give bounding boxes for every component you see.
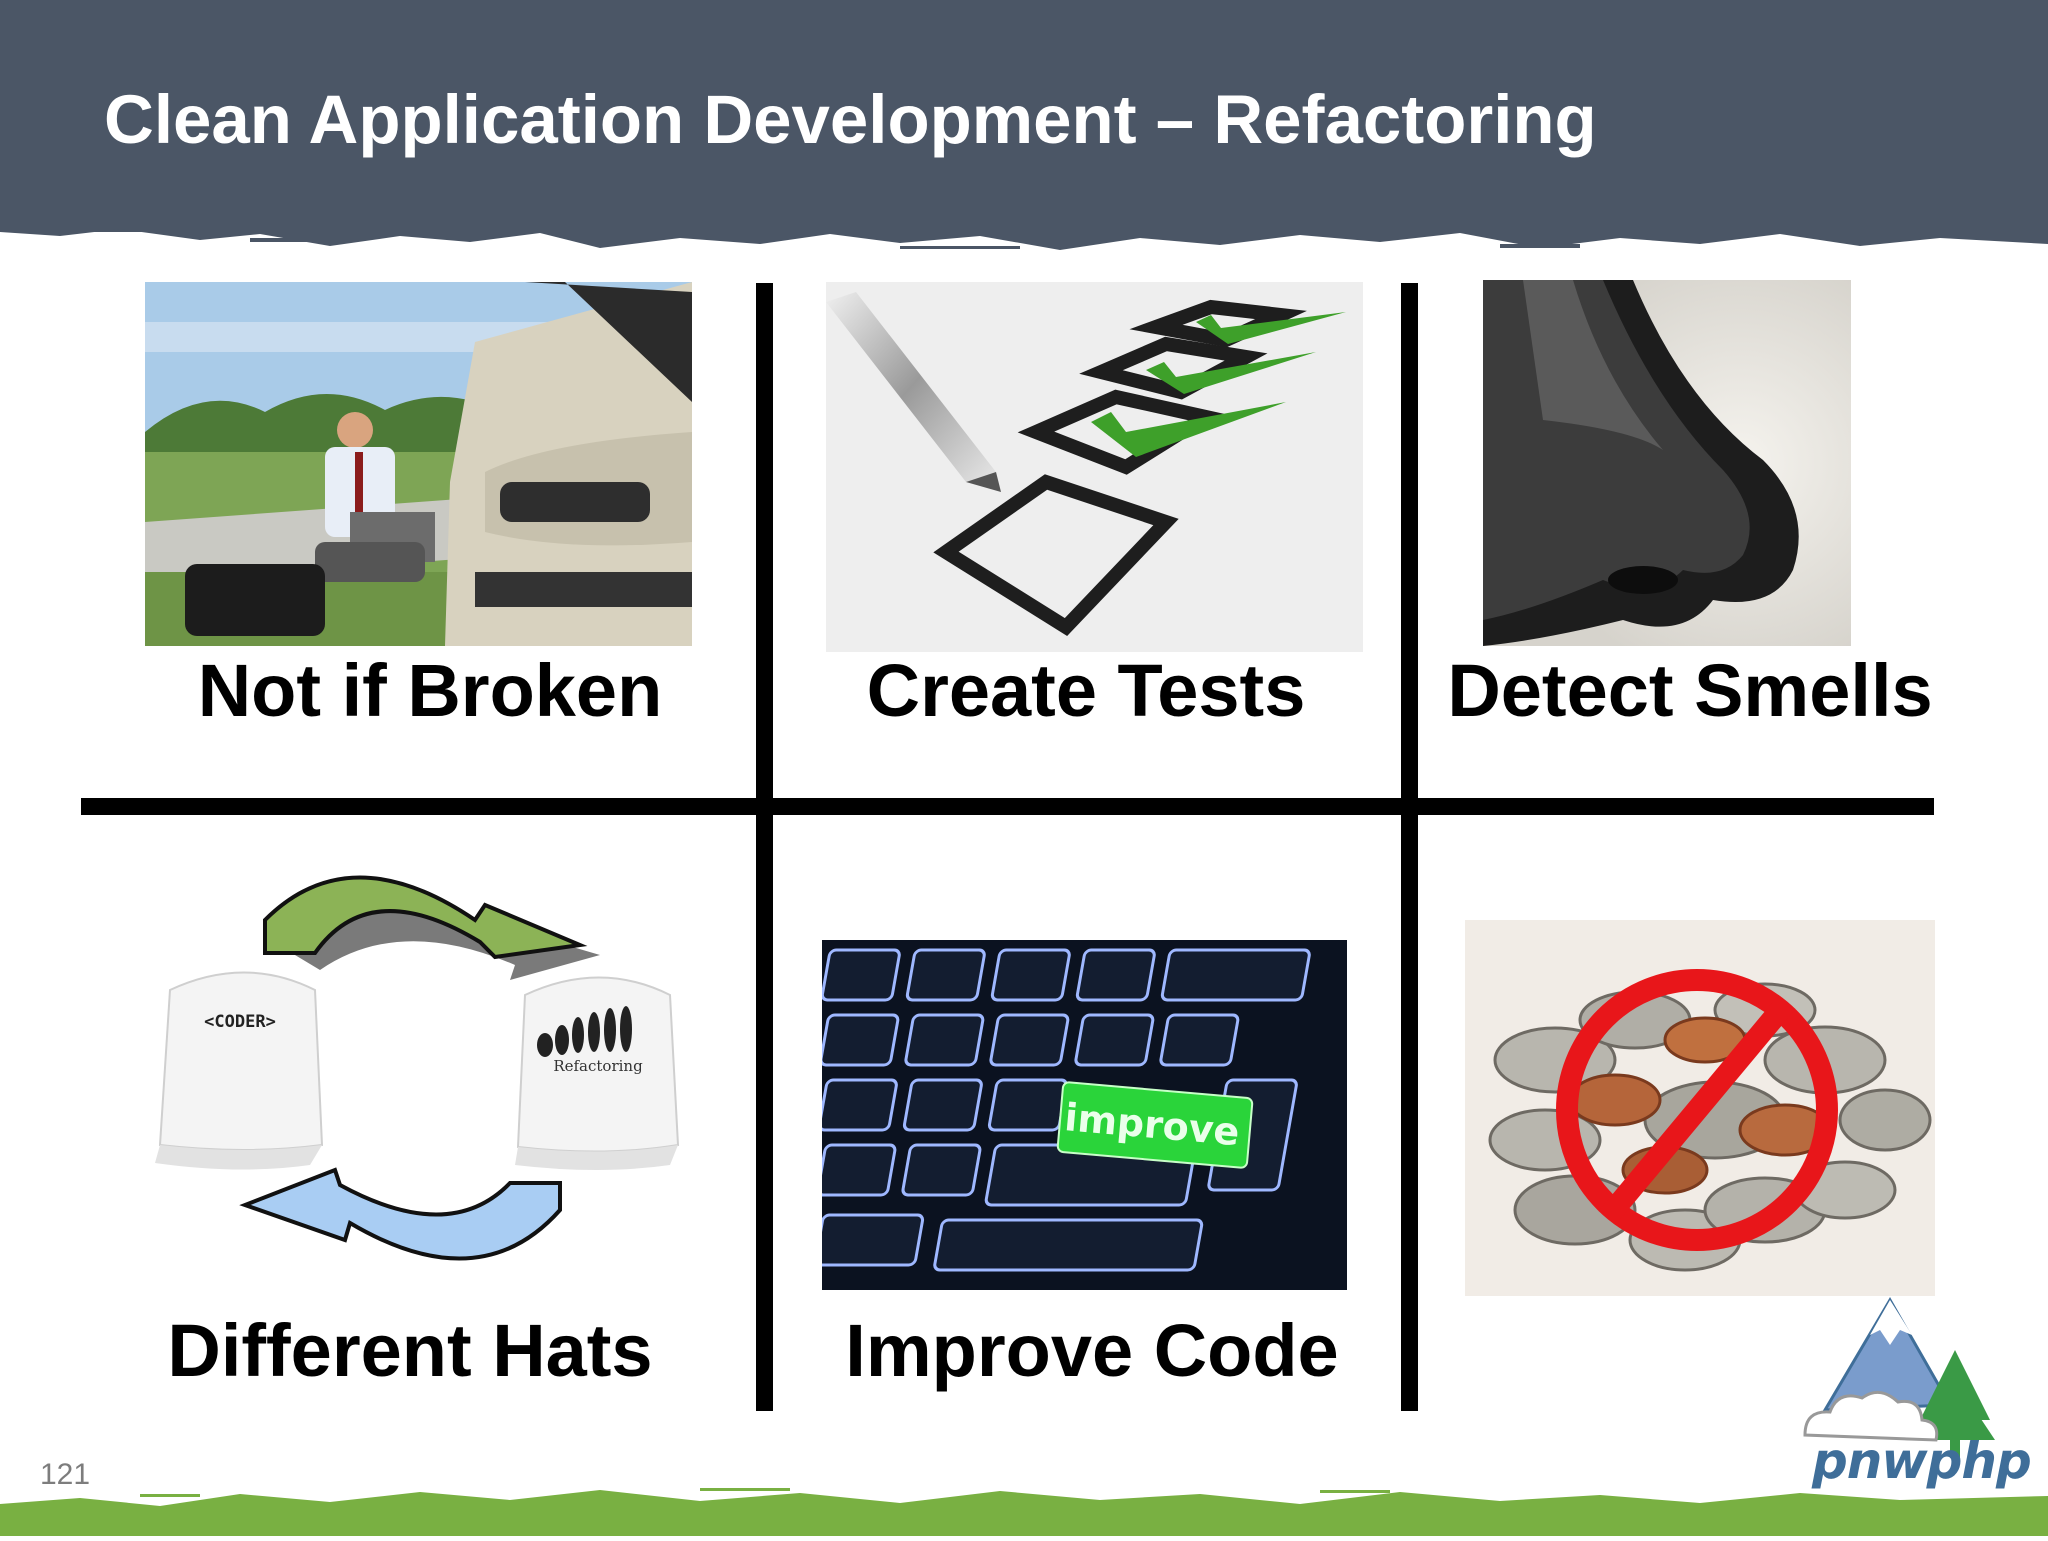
grid-divider-vertical-left (756, 283, 773, 1411)
cell-label-not-if-broken: Not if Broken (197, 649, 663, 732)
grid-divider-horizontal (81, 798, 1934, 815)
grid-divider-vertical-right (1401, 283, 1418, 1411)
slide-title: Clean Application Development – Refactor… (104, 81, 1597, 158)
coins-no-symbol-image (1465, 920, 1935, 1296)
nose-image (1483, 280, 1851, 646)
pnwphp-logo-text: pnwphp (1812, 1432, 2032, 1490)
refactoring-hat-text: Refactoring (553, 1057, 643, 1075)
hats-cycle-image: <CODER> Refactoring (150, 845, 690, 1295)
pnwphp-logo (1800, 1290, 2010, 1490)
cell-label-create-tests: Create Tests (866, 649, 1306, 732)
cell-label-improve-code: Improve Code (845, 1309, 1339, 1392)
cell-label-different-hats: Different Hats (167, 1309, 653, 1392)
keyboard-improve-image: improve (822, 940, 1347, 1290)
slide-header-band (0, 0, 2048, 250)
broken-car-laptop-image (145, 282, 692, 646)
footer-green-band (0, 1486, 2048, 1536)
coder-hat: <CODER> (155, 971, 324, 1170)
coder-hat-text: <CODER> (204, 1012, 276, 1032)
checklist-image (826, 282, 1363, 652)
refactoring-hat: Refactoring (515, 976, 680, 1170)
cell-label-detect-smells: Detect Smells (1447, 649, 1933, 732)
page-number: 121 (40, 1458, 91, 1491)
